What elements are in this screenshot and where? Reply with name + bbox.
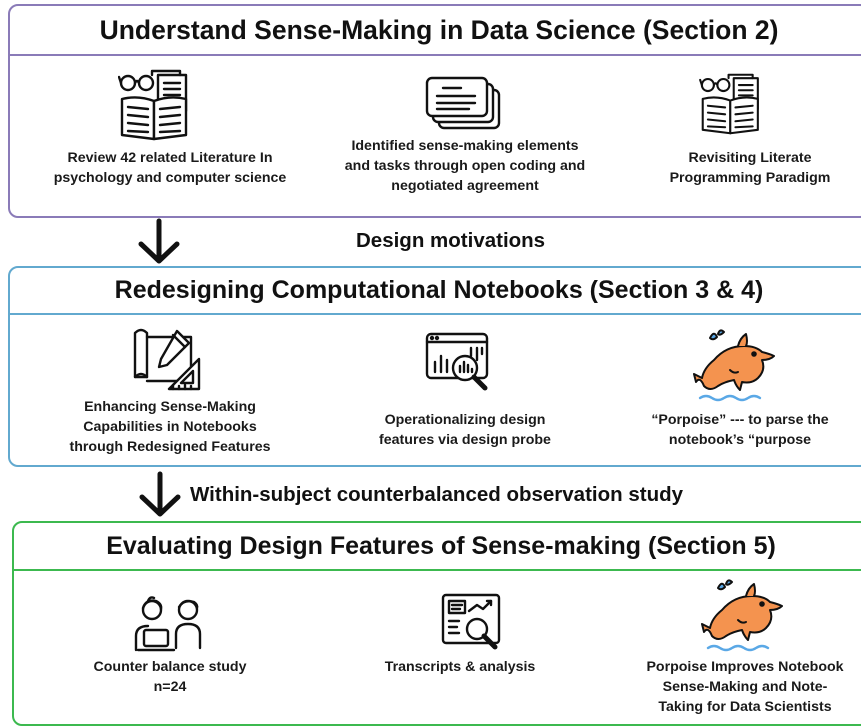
section-title: Evaluating Design Features of Sense-maki… (14, 523, 861, 571)
caption-line: “Porpoise” --- to parse the (651, 412, 829, 428)
caption-line: Capabilities in Notebooks (83, 419, 257, 435)
down-arrow-icon (136, 218, 182, 271)
connector-label: Design motivations (356, 229, 546, 252)
item-porpoise-improves: Porpoise Improves Notebook Sense-Making … (630, 657, 860, 717)
caption-line: Porpoise Improves Notebook (646, 659, 844, 675)
caption-line: negotiated agreement (391, 178, 539, 194)
section-title: Redesigning Computational Notebooks (Sec… (10, 268, 861, 315)
caption-line: Identified sense-making elements (351, 138, 579, 154)
down-arrow-icon (137, 471, 183, 524)
item-counter-balance-study: Counter balance study n=24 (60, 657, 280, 697)
item-porpoise-purpose: “Porpoise” --- to parse the notebook’s “… (620, 410, 860, 450)
caption-line: psychology and computer science (53, 170, 287, 186)
item-review-literature: Review 42 related Literature In psycholo… (30, 148, 310, 188)
section-title: Understand Sense-Making in Data Science … (10, 6, 861, 56)
item-operationalizing-design: Operationalizing design features via des… (340, 410, 590, 450)
documents-stack-icon (425, 76, 503, 132)
caption-line: Taking for Data Scientists (658, 699, 832, 715)
two-people-laptop-icon (134, 596, 214, 652)
caption-line: Programming Paradigm (669, 170, 831, 186)
caption-line: and tasks through open coding and (344, 158, 586, 174)
caption-line: Enhancing Sense-Making (84, 399, 256, 415)
caption-line: Sense-Making and Note- (662, 679, 828, 695)
porpoise-icon (698, 576, 784, 654)
connector-label: Within-subject counterbalanced observati… (190, 483, 684, 506)
blueprint-pencil-icon (133, 327, 201, 391)
caption-line: through Redesigned Features (69, 439, 271, 455)
caption-line: notebook’s “purpose (668, 432, 812, 448)
caption-line: n=24 (153, 679, 187, 695)
caption-line: Operationalizing design (384, 412, 546, 428)
item-literate-programming: Revisiting Literate Programming Paradigm (640, 148, 860, 188)
analysis-board-icon (441, 593, 503, 653)
caption-line: Transcripts & analysis (384, 659, 536, 675)
item-identified-elements: Identified sense-making elements and tas… (320, 136, 610, 196)
caption-line: Counter balance study (93, 659, 247, 675)
porpoise-icon (690, 326, 776, 404)
books-glasses-icon (695, 73, 769, 135)
caption-line: Revisiting Literate (688, 150, 812, 166)
books-glasses-icon (118, 69, 194, 141)
chart-magnifier-icon (425, 332, 497, 394)
item-transcripts-analysis: Transcripts & analysis (350, 657, 570, 677)
caption-line: Review 42 related Literature In (67, 150, 273, 166)
item-enhancing-capabilities: Enhancing Sense-Making Capabilities in N… (40, 397, 300, 457)
caption-line: features via design probe (379, 432, 551, 448)
